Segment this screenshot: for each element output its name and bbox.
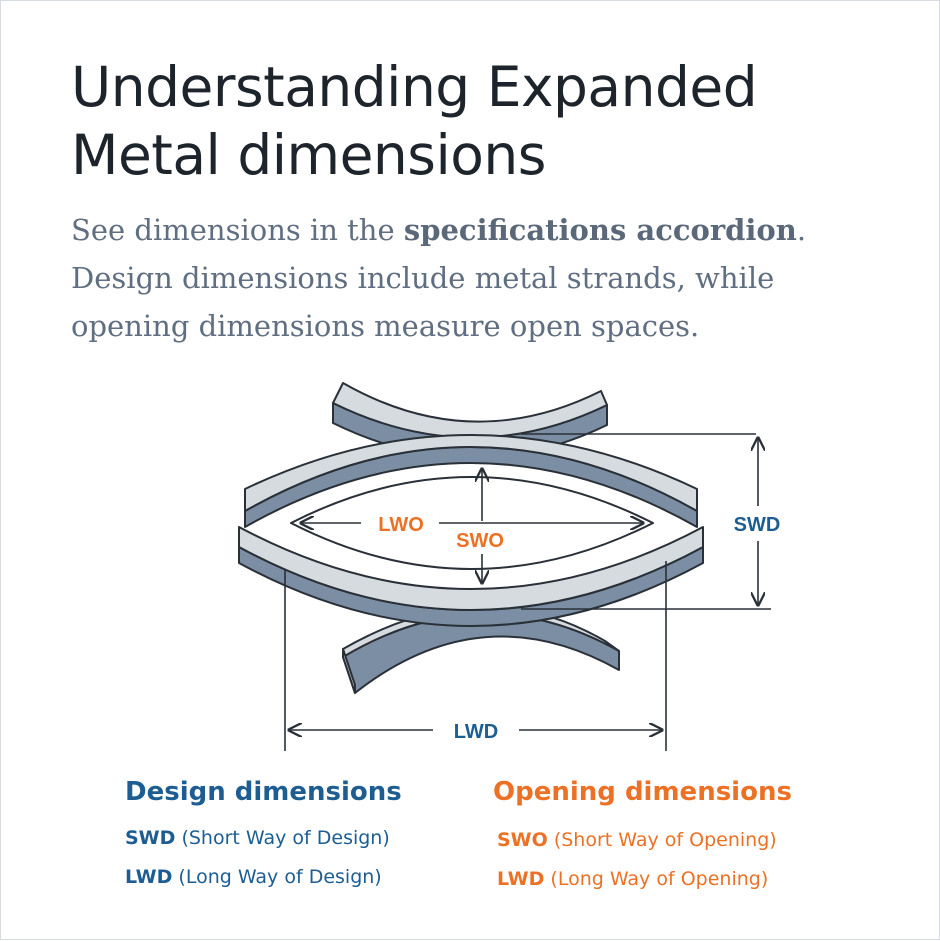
opening-dimensions-heading: Opening dimensions [493, 777, 792, 807]
swo-label: SWO [456, 530, 504, 552]
legend-abbr: SWO [497, 829, 548, 851]
legend-desc: (Long Way of Opening) [544, 868, 769, 890]
legend-abbr: SWD [125, 827, 176, 849]
dimension-lines [284, 433, 771, 751]
opening-legend-item-swo: SWO (Short Way of Opening) [497, 829, 777, 851]
design-dimensions-heading: Design dimensions [125, 777, 402, 807]
intro-part-1: See dimensions in the [71, 213, 404, 247]
swd-label: SWD [734, 514, 781, 536]
legend-desc: (Short Way of Design) [175, 827, 390, 849]
legend-desc: (Short Way of Opening) [547, 829, 777, 851]
title-line-1: Understanding Expanded [71, 55, 758, 119]
intro-part-2: . Design dimensions include metal strand… [71, 213, 807, 343]
legend-desc: (Long Way of Design) [172, 866, 382, 888]
intro-bold-link-text: specifications accordion [403, 213, 797, 247]
legend-abbr: LWD [125, 866, 173, 888]
diamond-mesh [238, 434, 704, 627]
design-legend-item-lwd: LWD (Long Way of Design) [125, 866, 382, 888]
title-line-2: Metal dimensions [71, 123, 546, 187]
lwo-label: LWO [378, 514, 424, 536]
page-title: Understanding Expanded Metal dimensions [71, 53, 891, 189]
lwd-label: LWD [454, 721, 498, 743]
opening-legend-item-lwo: LWD (Long Way of Opening) [497, 868, 768, 890]
legend-abbr: LWD [497, 868, 545, 890]
intro-text: See dimensions in the specifications acc… [71, 206, 891, 350]
design-legend-item-swd: SWD (Short Way of Design) [125, 827, 390, 849]
